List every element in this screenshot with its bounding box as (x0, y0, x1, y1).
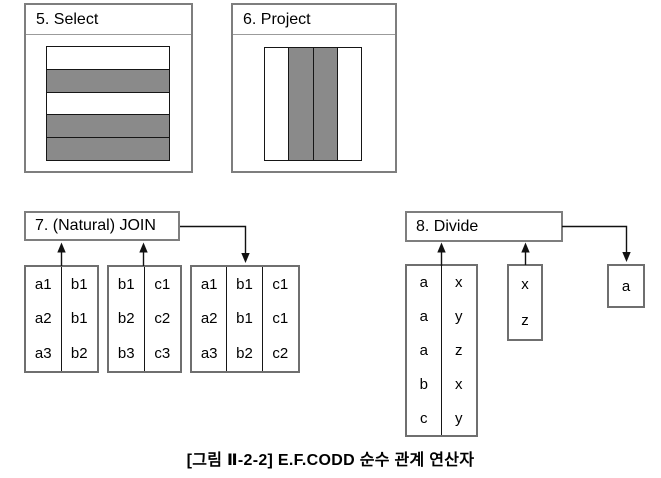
vcol-gray (288, 48, 313, 160)
table-cell: y (455, 308, 463, 326)
table-cell: c1 (272, 275, 289, 293)
table-cell: c1 (272, 310, 289, 328)
vcol-gray (312, 48, 337, 160)
vcol-white (265, 48, 288, 160)
figure-caption: [그림 Ⅱ-2-2] E.F.CODD 순수 관계 연산자 (186, 452, 475, 469)
project-panel-body (233, 35, 395, 171)
stripe-gray (47, 68, 169, 92)
join-input-arrow-1 (57, 242, 66, 266)
table-cell: a (407, 299, 442, 334)
table-cell: b1 (227, 267, 263, 302)
table-cell: a (407, 333, 442, 368)
join-output-arrow (180, 225, 250, 263)
table-cell: b1 (70, 310, 88, 328)
select-panel-title: 5. Select (26, 5, 191, 35)
table-cell: b2 (109, 301, 145, 337)
divide-input-arrow-2 (521, 242, 530, 265)
table-cell: c1 (154, 275, 171, 293)
table-cell: z (521, 312, 529, 330)
table-cell: a3 (26, 336, 62, 371)
join-input-table-1: a1 b1 a2 b1 a3 b2 (24, 265, 99, 373)
table-cell: b2 (70, 345, 88, 363)
table-cell: c3 (154, 345, 171, 363)
divide-input-arrow-1 (437, 242, 446, 266)
table-cell: a1 (192, 267, 228, 302)
project-column-diagram (264, 47, 362, 161)
table-cell: y (455, 409, 463, 427)
join-result-table: a1 b1 c1 a2 b1 c1 a3 b2 c2 (190, 265, 300, 373)
table-cell: a (407, 266, 442, 300)
divide-output-arrow (562, 225, 631, 262)
table-cell: c2 (272, 345, 289, 363)
join-input-table-2: b1 c1 b2 c2 b3 c3 (107, 265, 182, 373)
stripe-white (47, 91, 169, 115)
divide-operator-label: 8. Divide (405, 211, 563, 242)
vcol-white (336, 48, 361, 160)
join-input-arrow-2 (139, 242, 148, 266)
table-cell: x (455, 274, 463, 292)
table-cell: b1 (109, 267, 145, 302)
table-cell: a2 (26, 301, 62, 337)
join-operator-label: 7. (Natural) JOIN (24, 211, 180, 241)
table-cell: c2 (154, 310, 171, 328)
select-panel-body (26, 35, 191, 171)
table-cell: a (621, 277, 631, 295)
table-cell: a3 (192, 336, 228, 371)
table-cell: b1 (70, 275, 88, 293)
project-panel-title: 6. Project (233, 5, 395, 35)
divide-result-box: a (607, 264, 645, 308)
project-operator-panel: 6. Project (231, 3, 397, 173)
divide-input-table-1: a x a y a z b x c y (405, 264, 478, 437)
table-cell: b3 (109, 336, 145, 371)
stripe-white (47, 47, 169, 69)
select-operator-panel: 5. Select (24, 3, 193, 173)
divide-input-table-2: x z (507, 264, 543, 341)
table-cell: b (407, 367, 442, 402)
table-cell: x (455, 375, 463, 393)
stripe-gray (47, 114, 169, 138)
table-cell: x (521, 275, 529, 293)
table-cell: b2 (227, 336, 263, 371)
stripe-gray (47, 137, 169, 160)
table-cell: a1 (26, 267, 62, 302)
table-cell: a2 (192, 301, 228, 337)
table-cell: c (407, 401, 442, 435)
table-cell: b1 (227, 301, 263, 337)
table-cell: z (455, 341, 463, 359)
select-row-diagram (46, 46, 170, 161)
